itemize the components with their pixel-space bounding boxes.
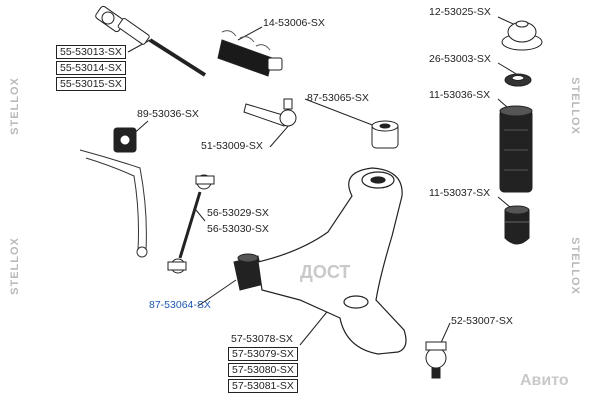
control-arm	[257, 167, 407, 355]
bump-stop	[504, 205, 530, 245]
label-51-53009: 51-53009-SX	[201, 140, 263, 152]
watermark-side-right-1: STELLOX	[568, 77, 581, 135]
label-26-53003: 26-53003-SX	[429, 53, 491, 65]
watermark-corner-logo: Авито	[520, 372, 569, 389]
label-56-53030: 56-53030-SX	[207, 223, 269, 235]
label-87-53064: 87-53064-SX	[149, 299, 211, 311]
ball-joint	[425, 341, 447, 379]
leader-26-53003	[497, 62, 519, 76]
watermark-side-left-1: STELLOX	[8, 77, 21, 135]
label-55-53014: 55-53014-SX	[56, 61, 126, 75]
leader-56-53029	[195, 209, 206, 222]
label-89-53036: 89-53036-SX	[137, 108, 199, 120]
leader-14-53006	[237, 26, 263, 41]
watermark-side-right-2: STELLOX	[568, 237, 581, 295]
stabilizer-link	[167, 174, 215, 274]
tie-rod-end	[243, 98, 297, 127]
tie-rod	[95, 5, 207, 77]
stabilizer-bushing	[113, 127, 137, 153]
label-52-53007: 52-53007-SX	[451, 315, 513, 327]
leader-87-53064	[197, 279, 237, 307]
label-57-53079: 57-53079-SX	[228, 347, 298, 361]
watermark-side-left-2: STELLOX	[8, 237, 21, 295]
label-11-53037: 11-53037-SX	[429, 187, 491, 199]
label-57-53078: 57-53078-SX	[231, 333, 293, 345]
leader-51-53009	[269, 123, 291, 148]
stabilizer-bar	[79, 149, 148, 258]
label-57-53080: 57-53080-SX	[228, 363, 298, 377]
strut-boot	[499, 105, 533, 193]
label-11-53036: 11-53036-SX	[429, 89, 491, 101]
label-57-53081: 57-53081-SX	[228, 379, 298, 393]
leader-87-53065	[304, 98, 381, 129]
label-55-53015: 55-53015-SX	[56, 77, 126, 91]
label-87-53065: 87-53065-SX	[307, 92, 369, 104]
watermark-center-logo: ДОСТ	[300, 262, 351, 282]
arm-bushing-rear	[371, 120, 399, 149]
label-55-53013: 55-53013-SX	[56, 45, 126, 59]
label-12-53025: 12-53025-SX	[429, 6, 491, 18]
strut-bearing	[504, 73, 532, 87]
label-56-53029: 56-53029-SX	[207, 207, 269, 219]
strut-mount	[501, 20, 543, 51]
leader-52-53007	[439, 322, 451, 346]
label-14-53006: 14-53006-SX	[263, 17, 325, 29]
steering-boot	[217, 30, 283, 77]
